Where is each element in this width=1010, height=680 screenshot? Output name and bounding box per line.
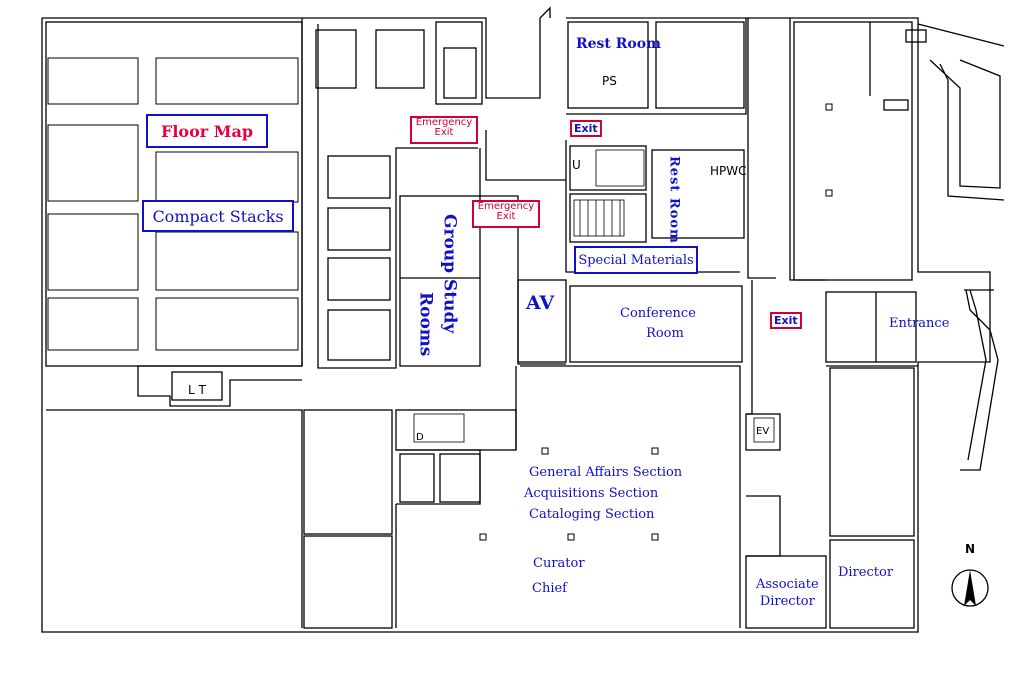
room-line: Room <box>646 326 684 341</box>
emergency-exit-sign-2: Emergency Exit <box>472 200 540 228</box>
cataloging-label: Cataloging Section <box>529 507 655 522</box>
elevator-label: EV <box>756 426 770 437</box>
conference-room-label: Conference Room <box>620 304 696 344</box>
stair-down-label: D <box>416 432 424 443</box>
emergency-exit-sign: Emergency Exit <box>410 116 478 144</box>
special-materials-label: Special Materials <box>574 246 698 274</box>
exit-sign-north: Exit <box>570 120 602 137</box>
curator-label: Curator <box>533 556 585 571</box>
emergency-exit-line-1: Emergency <box>477 201 535 212</box>
rest-room-label: Rest Room <box>576 36 661 52</box>
general-affairs-label: General Affairs Section <box>529 465 683 480</box>
director-label: Director <box>838 565 894 580</box>
group-study-line: Group Study <box>439 214 460 334</box>
compass-icon <box>951 569 989 607</box>
av-label: AV <box>526 292 555 314</box>
associate-line: Associate <box>756 577 819 592</box>
exit-sign-east: Exit <box>770 312 802 329</box>
north-label: N <box>965 542 976 556</box>
ps-label: PS <box>602 74 617 88</box>
emergency-exit-line-2: Exit <box>496 211 516 222</box>
walls <box>41 6 1005 633</box>
emergency-exit-line-1: Emergency <box>415 117 473 128</box>
entrance-label: Entrance <box>889 316 950 331</box>
lt-label: L T <box>188 383 206 397</box>
compact-stacks-label: Compact Stacks <box>142 200 294 232</box>
hpwc-label: HPWC <box>710 164 747 178</box>
floor-map-title: Floor Map <box>146 114 268 148</box>
chief-label: Chief <box>532 581 567 596</box>
associate-director-label: Associate Director <box>756 576 819 610</box>
director-line: Director <box>759 594 815 609</box>
conference-line: Conference <box>620 306 696 321</box>
rooms-line: Rooms <box>415 292 436 357</box>
rest-room-vertical-label: Rest Room <box>666 156 682 244</box>
emergency-exit-line-2: Exit <box>434 127 454 138</box>
acquisitions-label: Acquisitions Section <box>524 486 659 501</box>
stair-up-label: U <box>572 158 581 172</box>
